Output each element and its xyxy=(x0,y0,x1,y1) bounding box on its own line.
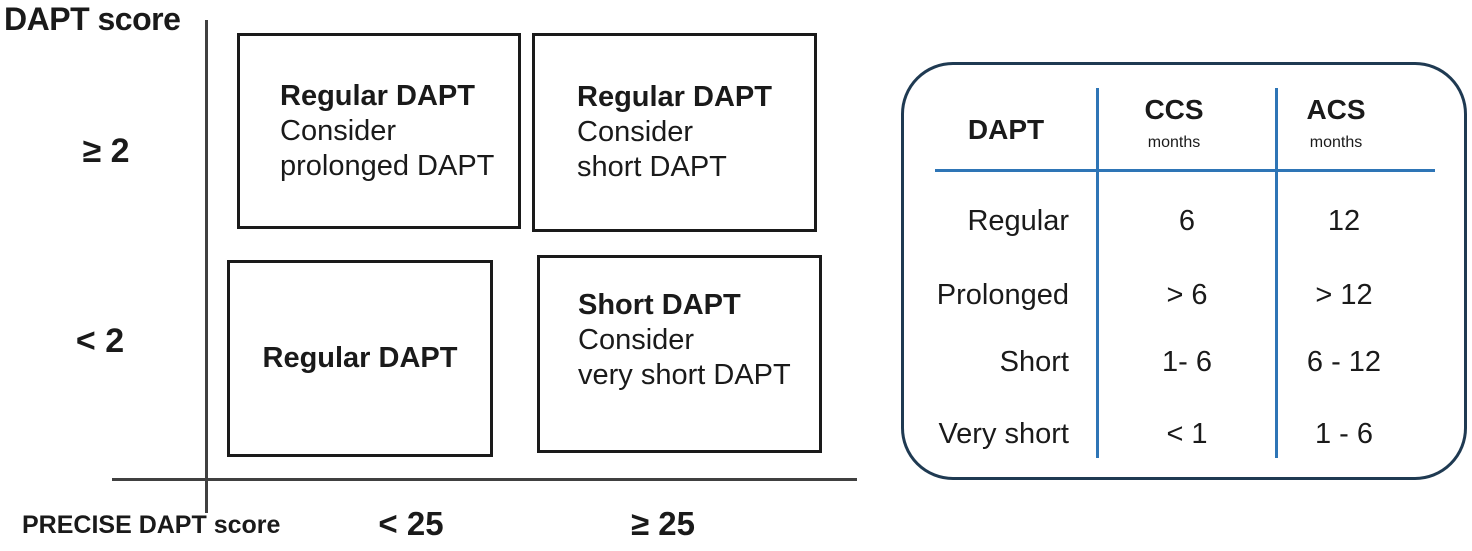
cell-prolonged-ccs: > 6 xyxy=(1166,279,1208,311)
column-divider-1 xyxy=(1096,88,1099,458)
quadrant-line: Consider xyxy=(280,114,397,147)
row-prolonged-label: Prolonged xyxy=(936,279,1069,311)
quadrant-bottom-left: Regular DAPT xyxy=(227,260,493,457)
quadrant-title: Regular DAPT xyxy=(577,81,772,113)
y-label-lt2: < 2 xyxy=(75,322,125,360)
quadrant-line: short DAPT xyxy=(577,151,727,183)
header-dapt: DAPT xyxy=(967,114,1045,145)
quadrant-title: Regular DAPT xyxy=(262,342,458,374)
header-divider xyxy=(935,169,1435,172)
cell-regular-ccs: 6 xyxy=(1178,205,1196,237)
y-label-ge2: ≥ 2 xyxy=(82,132,130,170)
cell-veryshort-ccs: < 1 xyxy=(1166,418,1208,450)
header-acs-sub: months xyxy=(1309,134,1363,151)
x-axis-title: PRECISE DAPT score xyxy=(22,511,281,539)
y-axis-title: DAPT score xyxy=(4,1,181,37)
y-axis-line xyxy=(205,20,208,513)
row-short-label: Short xyxy=(999,346,1069,378)
quadrant-line: prolonged DAPT xyxy=(280,149,495,182)
header-ccs: CCS xyxy=(1144,94,1204,125)
cell-veryshort-acs: 1 - 6 xyxy=(1314,418,1374,450)
row-regular-label: Regular xyxy=(967,205,1069,237)
quadrant-line: Consider xyxy=(577,116,694,148)
cell-short-acs: 6 - 12 xyxy=(1306,346,1382,378)
cell-regular-acs: 12 xyxy=(1327,205,1361,237)
quadrant-top-right: Regular DAPT Consider short DAPT xyxy=(532,33,817,232)
dapt-duration-table: DAPT CCS months ACS months Regular 6 12 … xyxy=(901,62,1467,480)
quadrant-line: very short DAPT xyxy=(578,359,791,391)
cell-short-ccs: 1- 6 xyxy=(1162,346,1212,378)
x-label-ge25: ≥ 25 xyxy=(631,505,695,542)
quadrant-title: Short DAPT xyxy=(578,289,741,321)
x-label-lt25: < 25 xyxy=(378,505,444,542)
cell-prolonged-acs: > 12 xyxy=(1315,279,1373,311)
quadrant-line: Consider xyxy=(578,324,695,356)
column-divider-2 xyxy=(1275,88,1278,458)
quadrant-bottom-right: Short DAPT Consider very short DAPT xyxy=(537,255,822,453)
header-ccs-sub: months xyxy=(1147,134,1201,151)
header-acs: ACS xyxy=(1306,94,1366,125)
quadrant-top-left: Regular DAPT Consider prolonged DAPT xyxy=(237,33,521,229)
quadrant-title: Regular DAPT xyxy=(280,79,475,112)
x-axis-line xyxy=(112,478,857,481)
row-veryshort-label: Very short xyxy=(938,418,1069,450)
